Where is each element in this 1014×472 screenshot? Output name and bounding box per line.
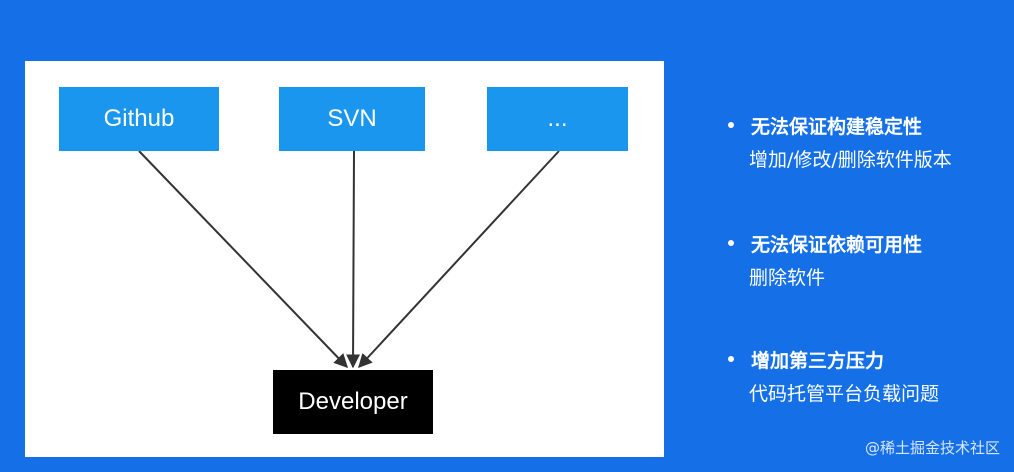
diagram-panel: Github SVN ... Developer [25,61,664,457]
bullet-title: 无法保证构建稳定性 [751,115,923,138]
edge-more-developer [358,150,560,369]
edge-svn-developer [346,150,361,369]
edges-layer [138,150,560,369]
node-svn: SVN [279,87,425,151]
bullet-item: 无法保证依赖可用性 删除软件 [728,228,1008,292]
node-more: ... [487,87,628,151]
bullet-dot-icon [728,122,734,128]
bullet-item: 增加第三方压力 代码托管平台负载问题 [728,344,1008,408]
bullet-title: 增加第三方压力 [751,349,885,372]
bullet-desc: 删除软件 [749,267,826,289]
bullet-dot-icon [728,356,734,362]
bullet-item: 无法保证构建稳定性 增加/修改/删除软件版本 [728,110,1008,174]
bullet-title-row: 增加第三方压力 [728,344,1008,374]
bullet-title: 无法保证依赖可用性 [751,233,923,256]
bullet-title-row: 无法保证构建稳定性 [728,110,1008,140]
watermark: @稀土掘金技术社区 [864,439,1000,457]
node-developer: Developer [273,370,433,434]
node-github: Github [59,87,219,151]
bullet-desc: 增加/修改/删除软件版本 [749,149,952,171]
bullet-title-row: 无法保证依赖可用性 [728,228,1008,258]
edge-github-developer [138,150,348,369]
bullet-dot-icon [728,240,734,246]
bullet-desc: 代码托管平台负载问题 [749,383,940,405]
